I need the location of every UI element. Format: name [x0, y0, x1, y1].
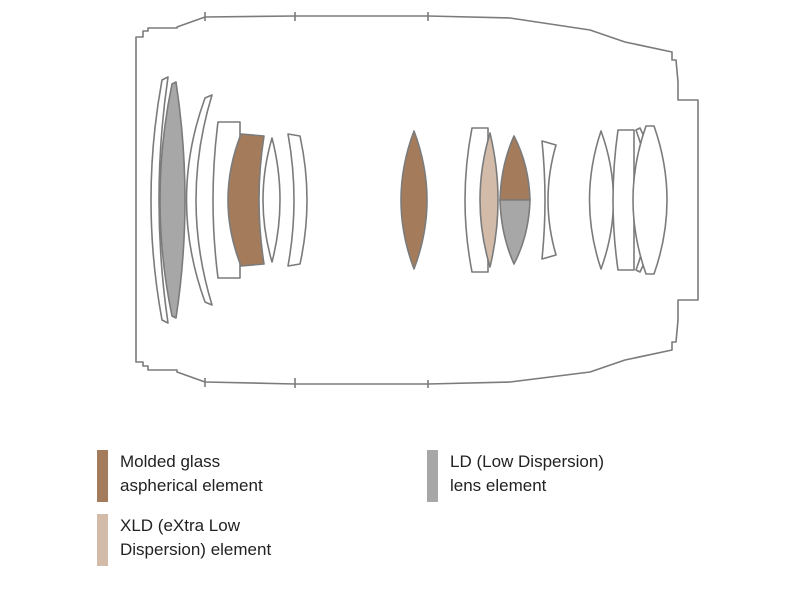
lens-element-1-meniscus [150, 76, 169, 324]
legend-item-ld: LD (Low Dispersion) lens element [427, 450, 604, 502]
lens-element-12-ld [499, 199, 531, 265]
legend-label-molded-aspherical: Molded glass aspherical element [120, 452, 263, 495]
lens-barrel-outline [135, 15, 699, 385]
lens-construction-diagram [135, 12, 699, 388]
legend-swatch-xld [97, 514, 108, 566]
lens-element-14 [588, 130, 615, 270]
legend-swatch-molded-aspherical [97, 450, 108, 502]
lens-element-17 [632, 125, 668, 275]
lens-element-11-molded-aspherical [499, 135, 531, 201]
lens-element-2-ld [159, 81, 186, 319]
lens-element-5-molded-aspherical [227, 133, 265, 267]
legend-label-ld: LD (Low Dispersion) lens element [450, 452, 604, 495]
lens-element-3-meniscus [185, 94, 213, 306]
lens-element-13 [541, 140, 557, 260]
lens-element-6 [262, 137, 281, 263]
legend-item-xld: XLD (eXtra Low Dispersion) element [97, 514, 271, 566]
legend-item-molded-aspherical: Molded glass aspherical element [97, 450, 263, 502]
lens-element-10-xld [479, 132, 499, 268]
legend-swatch-ld [427, 450, 438, 502]
lens-element-15 [612, 129, 635, 271]
lens-element-7 [287, 133, 308, 267]
legend-label-xld: XLD (eXtra Low Dispersion) element [120, 516, 272, 559]
lens-element-8-molded-aspherical [400, 130, 428, 270]
